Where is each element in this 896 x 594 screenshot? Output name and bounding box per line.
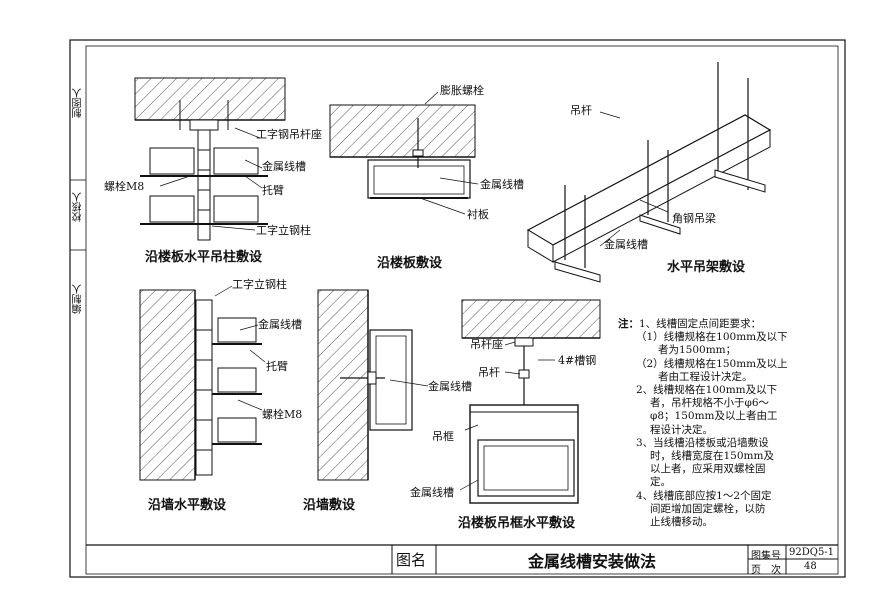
note-line: 者由工程设计决定。 [658, 370, 753, 383]
label-frame-channel: 4#槽钢 [558, 354, 597, 367]
label-wallh-bracket: 托臂 [266, 360, 288, 373]
caption-slab: 沿楼板敷设 [377, 256, 443, 271]
label-column-bolt: 螺栓M8 [104, 180, 145, 193]
title-block-frame [86, 544, 838, 574]
caption-wall: 沿墙敷设 [303, 498, 356, 513]
label-hanger-angle-beam: 角钢吊梁 [672, 212, 716, 225]
label-column-bracket: 托臂 [262, 184, 284, 197]
note-line: 止线槽移动。 [650, 516, 713, 529]
caption-wall-horizontal: 沿墙水平敷设 [148, 498, 227, 513]
label-slab-liner: 衬板 [467, 208, 489, 221]
note-line: 4、线槽底部应按1～2个固定 [636, 489, 772, 502]
page-label: 页 次 [751, 565, 781, 576]
diagram-wall [317, 289, 429, 481]
caption-hanger: 水平吊架敷设 [667, 260, 746, 275]
label-wallh-trunking: 金属线槽 [258, 318, 302, 331]
label-frame-trunking: 金属线槽 [410, 486, 454, 499]
side-label-check: 校核人 [73, 192, 84, 222]
note-line: 间距增加固定螺栓，以防 [650, 502, 766, 515]
side-label-compile: 编制人 [73, 284, 84, 314]
note-line: 者，吊杆规格不小于φ6～ [650, 397, 770, 410]
label-hanger-rod: 吊杆 [570, 104, 592, 117]
note-line: （1）线槽规格在100mm及以下 [636, 331, 788, 344]
label-wallh-bolt: 螺栓M8 [262, 408, 303, 421]
label-frame-rod: 吊杆 [478, 366, 500, 379]
page-number: 48 [804, 561, 817, 572]
label-slab-expansion-bolt: 膨胀螺栓 [440, 84, 484, 97]
label-frame-rod-seat: 吊杆座 [470, 338, 503, 351]
drawing-title: 金属线槽安装做法 [528, 552, 657, 571]
caption-frame: 沿楼板吊框水平敷设 [458, 516, 576, 531]
atlas-number: 92DQ5-1 [789, 547, 835, 558]
diagram-wall-horizontal [139, 285, 266, 481]
caption-column: 沿楼板水平吊柱敷设 [145, 250, 263, 265]
label-wallh-ibeam: 工字立钢柱 [232, 278, 287, 291]
label-column-hanger-seat: 工字钢吊杆座 [256, 128, 322, 141]
label-hanger-trunking: 金属线槽 [604, 238, 648, 251]
note-line: 3、当线槽沿楼板或沿墙敷设 [636, 436, 769, 449]
note-line: 者为1500mm； [658, 344, 737, 357]
note-line: （2）线槽规格在150mm及以上 [636, 357, 788, 370]
note-line: 程设计决定。 [650, 423, 713, 436]
diagram-column [134, 77, 286, 241]
label-slab-trunking: 金属线槽 [480, 178, 524, 191]
inner-border [85, 45, 839, 575]
label-frame-frame: 吊框 [432, 430, 454, 443]
notes-block: 注：1、线槽固定点间距要求： （1）线槽规格在100mm及以下 者为1500mm… [618, 318, 844, 529]
diagram-hanger [526, 62, 772, 283]
label-wall-trunking: 金属线槽 [428, 380, 472, 393]
note-line: 时，线槽宽度在150mm及 [650, 450, 774, 463]
title-block-label: 图名 [396, 551, 427, 569]
label-column-ibeam: 工字立钢柱 [256, 224, 311, 237]
note-line: 定。 [650, 476, 671, 489]
label-column-trunking: 金属线槽 [262, 160, 306, 173]
diagram-frame [459, 299, 601, 504]
sheet-border [69, 39, 846, 578]
note-line: 2、线槽规格在100mm及以下 [636, 384, 778, 397]
note-line: φ8；150mm及以上者由工 [650, 410, 778, 423]
note-line: 注：1、线槽固定点间距要求： [618, 318, 762, 330]
note-line: 以上者，应采用双螺栓固 [650, 463, 766, 476]
atlas-label: 图集号 [751, 551, 781, 562]
diagram-slab [329, 91, 479, 215]
side-label-drawing: 制图人 [73, 88, 84, 118]
